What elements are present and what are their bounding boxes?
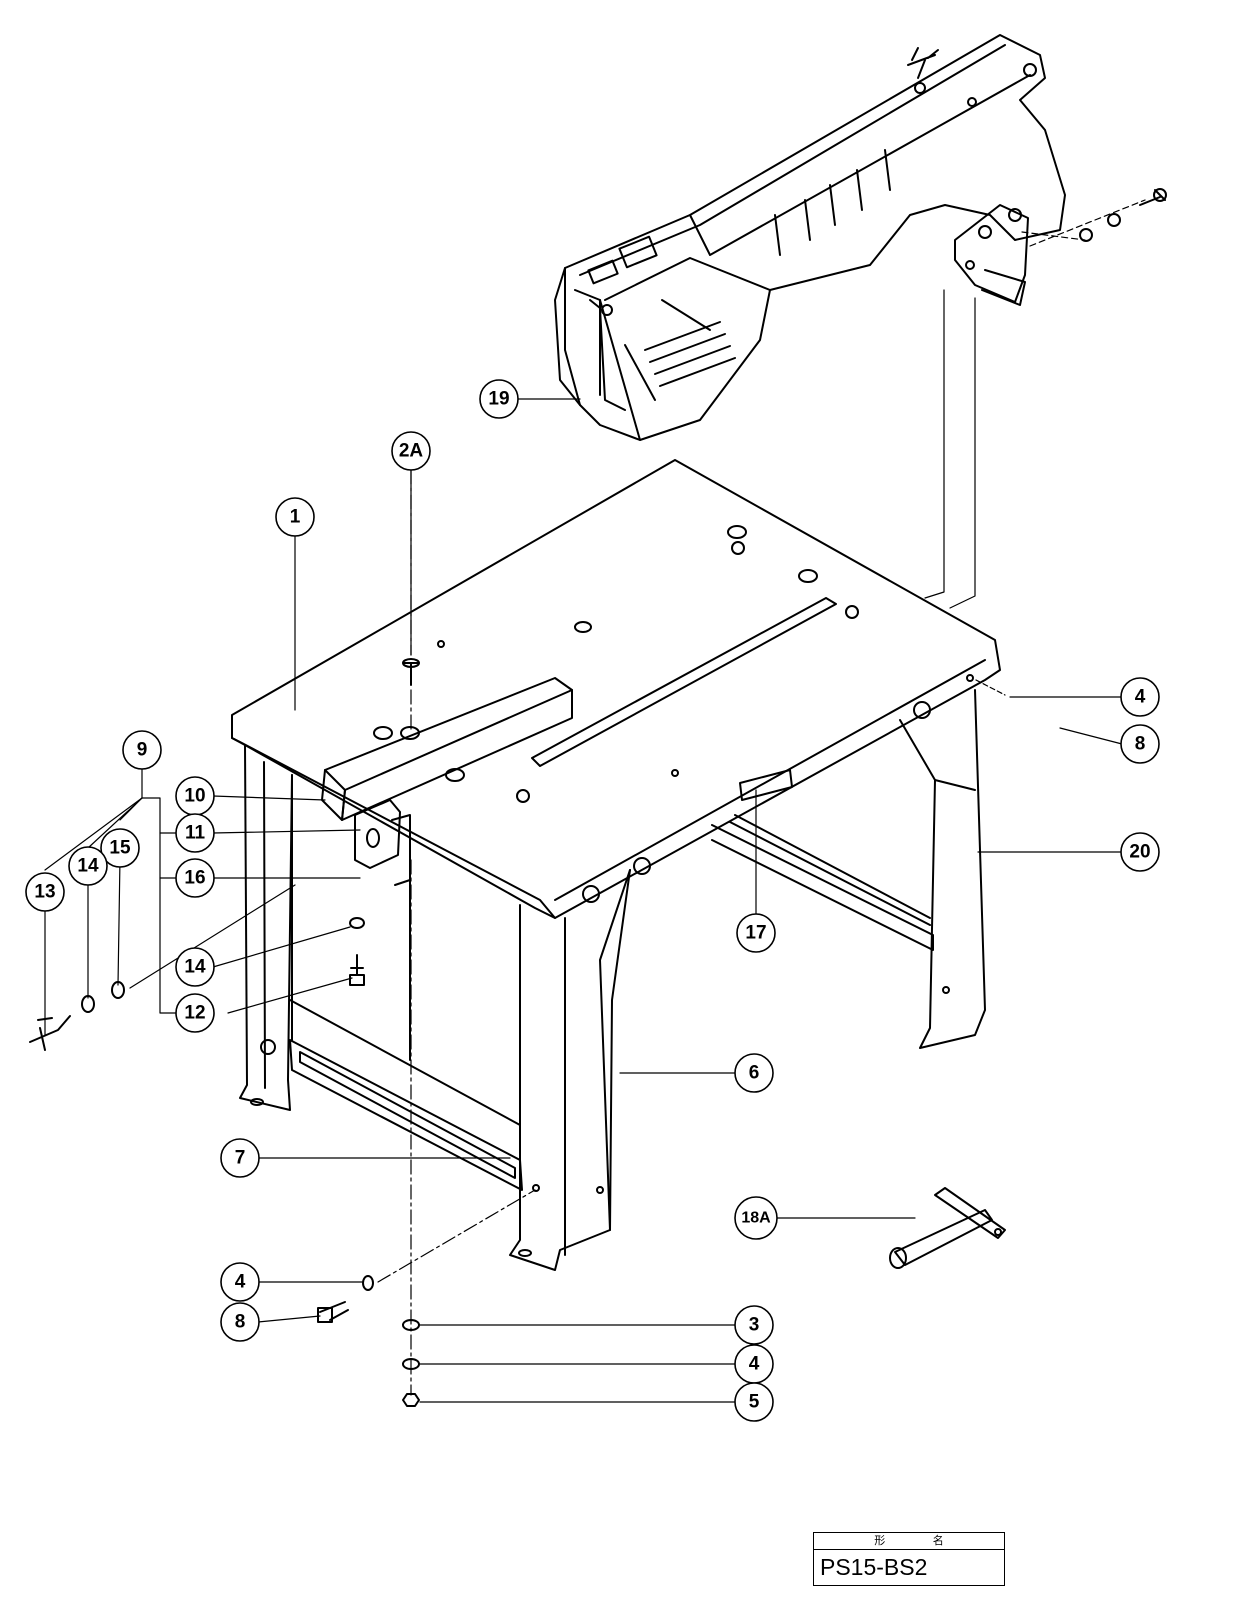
callout-4-left: 4 <box>220 1262 260 1302</box>
fence-clamp <box>29 799 411 1051</box>
callout-8-left: 8 <box>220 1302 260 1342</box>
callout-11: 11 <box>175 813 215 853</box>
svg-text:15: 15 <box>109 838 131 859</box>
callout-15: 15 <box>100 828 140 868</box>
callout-7: 7 <box>220 1138 260 1178</box>
blade-guard <box>554 34 1167 441</box>
callout-13: 13 <box>25 872 65 912</box>
callout-16: 16 <box>175 858 215 898</box>
svg-text:4: 4 <box>235 1272 246 1293</box>
callout-5: 5 <box>734 1382 774 1422</box>
svg-text:16: 16 <box>184 868 205 889</box>
svg-text:14: 14 <box>77 856 99 877</box>
callout-14-right: 14 <box>175 947 215 987</box>
svg-text:9: 9 <box>137 740 148 761</box>
svg-text:19: 19 <box>488 389 509 410</box>
callout-2A: 2A <box>391 431 431 471</box>
callout-17: 17 <box>736 913 776 953</box>
table-top <box>231 459 1001 919</box>
svg-text:17: 17 <box>745 923 766 944</box>
callout-8-right: 8 <box>1120 724 1160 764</box>
stand-legs <box>239 674 986 1271</box>
callout-20: 20 <box>1120 832 1160 872</box>
callout-3: 3 <box>734 1305 774 1345</box>
svg-text:6: 6 <box>749 1063 760 1084</box>
svg-text:10: 10 <box>184 786 205 807</box>
svg-text:12: 12 <box>184 1003 205 1024</box>
svg-text:13: 13 <box>34 882 55 903</box>
leader-lines <box>44 398 1123 1403</box>
svg-text:14: 14 <box>184 957 206 978</box>
svg-text:1: 1 <box>290 507 301 528</box>
t-wrench <box>889 1187 1006 1269</box>
svg-text:8: 8 <box>1135 734 1146 755</box>
svg-text:2A: 2A <box>399 441 424 462</box>
svg-text:20: 20 <box>1129 842 1150 863</box>
callout-12: 12 <box>175 993 215 1033</box>
model-number: PS15-BS2 <box>820 1554 928 1580</box>
callout-6: 6 <box>734 1053 774 1093</box>
callout-1: 1 <box>275 497 315 537</box>
callout-4-bottom: 4 <box>734 1344 774 1384</box>
svg-text:18A: 18A <box>741 1210 771 1227</box>
model-box-header: 形 名 <box>814 1533 1004 1550</box>
callout-10: 10 <box>175 776 215 816</box>
svg-text:3: 3 <box>749 1315 760 1336</box>
svg-text:5: 5 <box>749 1392 760 1413</box>
svg-text:8: 8 <box>235 1312 246 1333</box>
svg-text:4: 4 <box>749 1354 760 1375</box>
callout-18A: 18A <box>734 1196 778 1240</box>
callout-4-right: 4 <box>1120 677 1160 717</box>
callout-14-left: 14 <box>68 846 108 886</box>
svg-text:11: 11 <box>185 823 206 844</box>
svg-text:4: 4 <box>1135 687 1146 708</box>
svg-text:7: 7 <box>235 1148 246 1169</box>
callout-19: 19 <box>479 379 519 419</box>
callout-balloons: 19 2A 1 9 10 11 16 15 14 13 14 12 4 8 20… <box>25 379 1160 1422</box>
model-name-box: 形 名 PS15-BS2 <box>813 1532 1005 1586</box>
bottom-hardware <box>317 1275 420 1407</box>
callout-9: 9 <box>122 730 162 770</box>
